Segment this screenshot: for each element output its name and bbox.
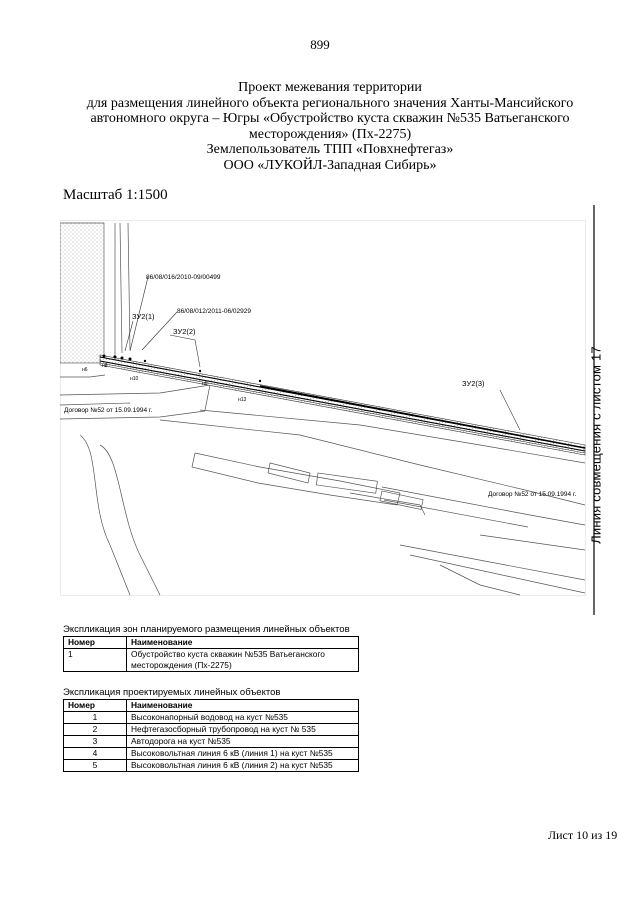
match-line-label-text: Линия совмещения с листом 17 <box>588 346 604 544</box>
header-name: Наименование <box>126 699 359 712</box>
table-header-row: Номер Наименование <box>63 636 359 649</box>
row-name: Высоконапорный водовод на куст №535 <box>126 711 359 724</box>
row-name-line: месторождения (Пх-2275) <box>131 660 232 670</box>
cadastral-number-2: 86/08/012/2011-06/02929 <box>177 308 251 315</box>
row-number: 2 <box>63 723 127 736</box>
row-number: 3 <box>63 735 127 748</box>
row-name: Высоковольтная линия 6 кВ (линия 1) на к… <box>126 747 359 760</box>
row-number: 5 <box>63 759 127 772</box>
table-row: 5 Высоковольтная линия 6 кВ (линия 2) на… <box>63 759 359 772</box>
objects-table: Номер Наименование 1 Высоконапорный водо… <box>63 699 359 772</box>
point-label: н13 <box>238 397 247 403</box>
point-label: н9 <box>202 381 208 387</box>
header-name: Наименование <box>126 636 359 649</box>
row-name: Автодорога на куст №535 <box>126 735 359 748</box>
zone-label-3: ЗУ2(3) <box>462 379 485 388</box>
zone-label-1: ЗУ2(1) <box>132 312 155 321</box>
row-number: 1 <box>63 711 127 724</box>
title-line-3: автономного округа – Югры «Обустройство … <box>90 111 570 127</box>
zones-table-caption: Экспликация зон планируемого размещения … <box>63 624 350 635</box>
contract-label-1: Договор №52 от 15.09.1994 г. <box>64 407 153 414</box>
contour-lines <box>60 222 586 596</box>
boundary-points <box>102 354 262 383</box>
sheet-number: Лист 10 из 19 <box>548 828 618 842</box>
row-name: Высоковольтная линия 6 кВ (линия 2) на к… <box>126 759 359 772</box>
pipeline-corridor <box>99 354 586 456</box>
title-line-6: ООО «ЛУКОЙЛ-Западная Сибирь» <box>223 157 437 173</box>
map-frame <box>60 220 586 596</box>
table-row: 4 Высоковольтная линия 6 кВ (линия 1) на… <box>63 747 359 760</box>
objects-table-caption: Экспликация проектируемых линейных объек… <box>63 687 281 698</box>
road-segments <box>267 462 424 510</box>
contract-label-2: Договор №52 от 15.09.1994 г. <box>488 491 577 498</box>
document-title: Проект межевания территории для размещен… <box>60 80 600 174</box>
point-label: н8 <box>102 363 108 369</box>
match-line-label: Линия совмещения с листом 17 <box>587 280 605 610</box>
cadastral-number-1: 86/08/016/2010-09/00499 <box>146 274 221 281</box>
title-line-1: Проект межевания территории <box>238 80 422 95</box>
table-row: 1 Высоконапорный водовод на куст №535 <box>63 711 359 724</box>
table-row: 3 Автодорога на куст №535 <box>63 735 359 748</box>
table-row: 2 Нефтегазосборный трубопровод на куст №… <box>63 723 359 736</box>
row-name: Нефтегазосборный трубопровод на куст № 5… <box>126 723 359 736</box>
zones-table: Номер Наименование 1 Обустройство куста … <box>63 636 359 672</box>
title-line-2: для размещения линейного объекта региона… <box>86 95 574 111</box>
cadastral-map: 86/08/016/2010-09/00499 86/08/012/2011-0… <box>60 205 595 615</box>
title-line-5: Землепользователь ТПП «Повхнефтегаз» <box>206 142 454 158</box>
row-number: 1 <box>63 648 127 672</box>
row-number: 4 <box>63 747 127 760</box>
point-label: н6 <box>82 367 88 373</box>
point-label: н10 <box>130 376 139 382</box>
table-row: 1 Обустройство куста скважин №535 Ватьег… <box>63 648 359 672</box>
header-number: Номер <box>63 636 127 649</box>
row-name-line: Обустройство куста скважин №535 Ватьеган… <box>131 649 325 659</box>
page-number: 899 <box>310 37 330 52</box>
scale-label: Масштаб 1:1500 <box>63 187 168 203</box>
leader-lines <box>124 276 521 431</box>
zone-label-2: ЗУ2(2) <box>173 327 196 336</box>
row-name: Обустройство куста скважин №535 Ватьеган… <box>126 648 359 672</box>
settlement-area <box>60 222 105 364</box>
header-number: Номер <box>63 699 127 712</box>
table-header-row: Номер Наименование <box>63 699 359 712</box>
title-line-4: месторождения» (Пх-2275) <box>248 126 412 142</box>
